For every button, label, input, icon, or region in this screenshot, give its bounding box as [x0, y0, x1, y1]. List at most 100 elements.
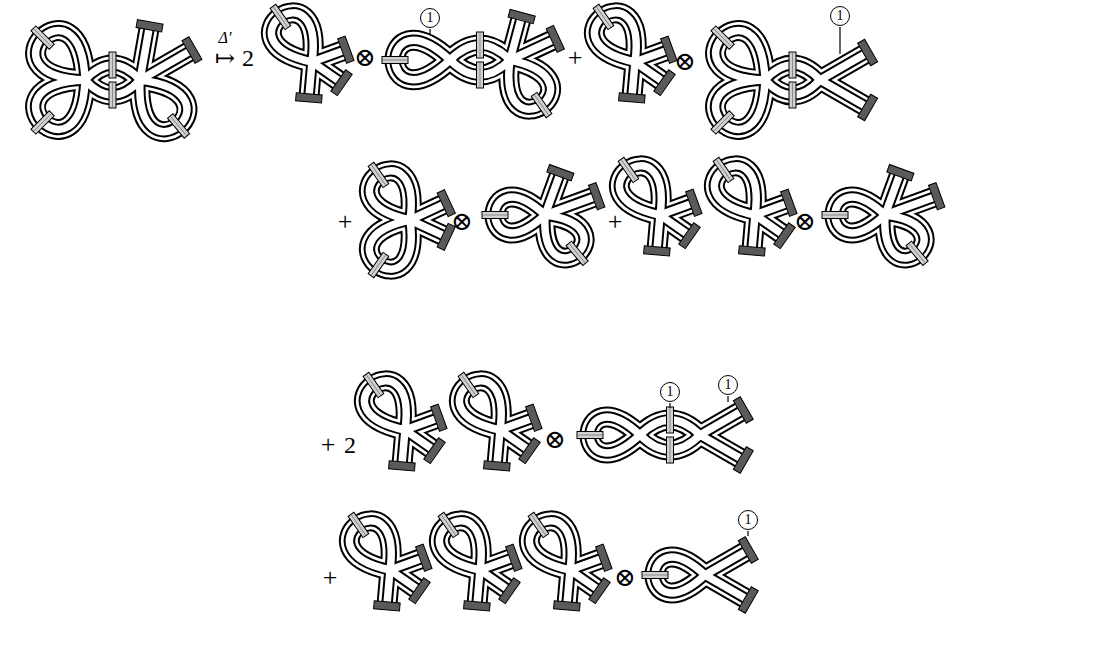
ribbon-strand — [567, 570, 570, 606]
edge-markers — [31, 4, 928, 578]
ribbon-strand — [545, 196, 597, 215]
ribbon-strand — [570, 570, 599, 591]
leader-line — [669, 403, 670, 408]
edge-marker — [528, 512, 549, 537]
edge-marker — [368, 252, 389, 277]
ribbon-strand — [439, 521, 481, 570]
operator-name: Δ′ — [219, 30, 232, 46]
callout-number: 1 — [830, 6, 850, 26]
half-edge-end — [554, 601, 581, 611]
ribbon-strand — [387, 570, 390, 606]
half-edge-ends — [136, 9, 945, 613]
edge-marker — [438, 512, 459, 537]
ribbon-strand — [567, 570, 570, 606]
ribbon-layer — [36, 13, 937, 606]
ribbon-strand — [349, 521, 391, 570]
edge-marker — [667, 437, 674, 463]
edge-marker — [906, 241, 928, 265]
edge-marker — [789, 52, 796, 78]
half-edge-end — [739, 246, 766, 256]
ribbon-strand — [349, 521, 391, 570]
ribbon-strand — [632, 62, 635, 98]
leader-line — [747, 531, 748, 536]
plus-sign: + — [338, 209, 353, 235]
ribbon-strand — [390, 558, 424, 570]
ribbon-strand — [660, 203, 694, 215]
half-edge-end — [508, 9, 535, 23]
edge-marker — [618, 157, 639, 182]
ribbon-strand — [497, 430, 500, 466]
edge-marker — [667, 407, 674, 433]
ribbon-strand — [312, 50, 346, 62]
half-edge-end — [686, 189, 702, 216]
tensor-symbol: ⊗ — [354, 45, 376, 71]
tensor-symbol: ⊗ — [544, 427, 566, 453]
ribbon-strand — [271, 13, 313, 62]
plus-sign: + — [608, 209, 623, 235]
ribbon-strand — [509, 60, 551, 109]
half-edge-end — [331, 70, 352, 96]
ribbon-strand — [529, 521, 571, 570]
plus-sign: + — [568, 45, 583, 71]
ribbon-strand — [477, 570, 480, 606]
ribbon-strand — [510, 39, 555, 60]
ribbon-strand — [497, 430, 500, 466]
ribbon-strand — [657, 215, 660, 251]
ribbon-strand — [402, 430, 405, 466]
ribbon-strand — [660, 203, 694, 215]
ribbon-strand — [410, 220, 446, 237]
ribbon-strand — [309, 62, 312, 98]
ribbon-strand — [705, 550, 748, 575]
ribbon-strand — [820, 53, 868, 81]
ribbon-strand — [349, 521, 391, 570]
ribbon-strand — [509, 60, 551, 109]
ribbon-strand — [402, 430, 405, 466]
ribbon-strand — [364, 381, 406, 430]
edge-marker — [822, 212, 848, 219]
ribbon-strand — [364, 381, 406, 430]
ribbon-strand — [271, 13, 313, 62]
ribbon-strand — [635, 50, 669, 62]
leader-lines — [430, 27, 840, 536]
ribbon-strand — [529, 521, 571, 570]
half-edge-end — [338, 36, 354, 63]
half-edge-end — [546, 25, 564, 52]
ribbon-strand — [657, 215, 660, 251]
ribbon-strand — [820, 53, 868, 81]
ribbon-strand — [619, 166, 661, 215]
ribbon-strand — [477, 570, 480, 606]
ribbon-strand — [529, 521, 571, 570]
ribbon-strand — [705, 550, 748, 575]
half-edge-end — [416, 544, 432, 571]
ribbon-strand — [619, 166, 661, 215]
ribbon-strand — [820, 80, 868, 108]
ribbon-strand — [405, 418, 439, 430]
half-edge-end — [774, 223, 795, 249]
ribbon-strand — [714, 166, 756, 215]
ribbon-strand — [755, 215, 784, 236]
edge-marker — [477, 32, 484, 58]
ribbon-strand — [410, 203, 446, 220]
ribbon-strand — [885, 196, 937, 215]
edge-marker — [168, 114, 190, 138]
ribbon-strand — [700, 435, 743, 460]
ribbon-strand — [477, 570, 480, 606]
ribbon-strand — [752, 215, 755, 251]
ribbon-strand — [660, 215, 689, 236]
ribbon-strand — [705, 575, 748, 600]
ribbon-strand — [500, 418, 534, 430]
ribbon-strand — [700, 410, 743, 435]
half-edge-end — [738, 587, 758, 614]
ribbon-strand — [714, 166, 756, 215]
ribbon-strand — [140, 50, 192, 80]
maps-to-arrow: ↦ — [215, 46, 235, 70]
edge-marker — [566, 241, 588, 265]
ribbon-strand — [570, 558, 604, 570]
ribbon-strand — [459, 381, 501, 430]
ribbon-strand — [635, 62, 664, 83]
ribbon-strand — [459, 381, 501, 430]
ribbon-strand — [567, 570, 570, 606]
ribbon-strand — [632, 62, 635, 98]
edge-marker — [31, 26, 54, 49]
ribbon-strand — [459, 381, 501, 430]
